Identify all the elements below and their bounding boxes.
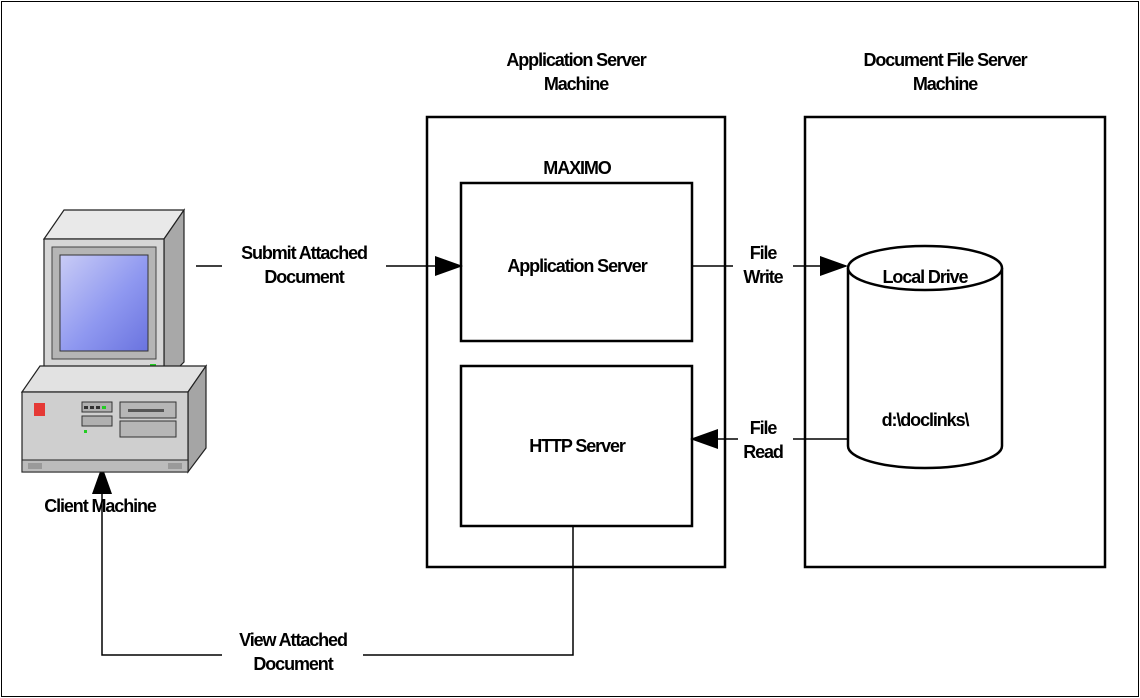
doc-server-machine-label-line1: Document File Server [863,50,1027,70]
doclinks-path-label: d:\doclinks\ [881,410,970,430]
view-label-line1: View Attached [239,630,348,650]
file-read-label-line2: Read [743,442,784,462]
application-server-box [459,181,694,343]
doc-server-machine-label-line2: Machine [912,74,978,94]
view-arrow [92,466,574,656]
view-label-line2: Document [253,654,333,674]
submit-label-line1: Submit Attached [241,243,368,263]
view-label: View Attached Document [239,628,348,676]
database-cylinder-icon [846,244,1004,470]
app-server-machine-label-line1: Application Server [506,50,646,70]
client-machine-label: Client Machine [44,496,157,516]
local-drive-label: Local Drive [882,267,969,287]
file-read-label: File Read [743,416,784,464]
maximo-label: MAXIMO [543,158,612,178]
file-write-label: File Write [743,241,783,289]
file-write-label-line1: File [749,243,778,263]
app-server-machine-label: Application Server Machine [506,48,646,96]
submit-label-line2: Document [264,267,344,287]
http-server-label: HTTP Server [529,436,626,456]
application-server-label: Application Server [507,256,647,276]
file-read-label-line1: File [749,418,778,438]
computer-icon [20,208,208,474]
app-server-machine-label-line2: Machine [543,74,609,94]
submit-label: Submit Attached Document [241,241,368,289]
file-write-label-line2: Write [743,267,783,287]
doc-server-machine-label: Document File Server Machine [863,48,1027,96]
